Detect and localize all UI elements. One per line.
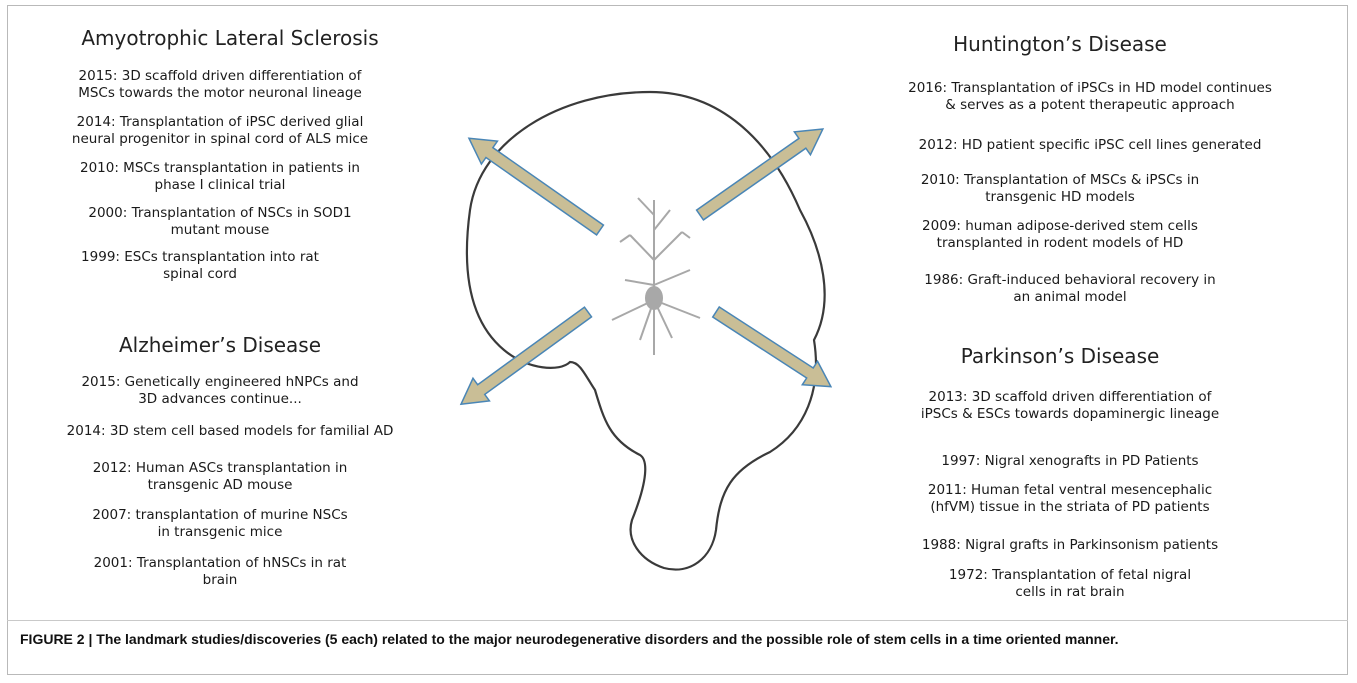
als-entry: 2000: Transplantation of NSCs in SOD1 mu…	[10, 205, 430, 239]
arrow-to-ad	[453, 301, 596, 416]
hd-entry: 2009: human adipose-derived stem cells t…	[840, 218, 1280, 252]
pd-entry: 1988: Nigral grafts in Parkinsonism pati…	[840, 537, 1300, 554]
neuron-soma	[645, 286, 663, 310]
pd-entry: 1972: Transplantation of fetal nigral ce…	[840, 567, 1300, 601]
als-entry: 2015: 3D scaffold driven differentiation…	[10, 68, 430, 102]
hd-heading: Huntington’s Disease	[870, 32, 1250, 56]
ad-entry: 2012: Human ASCs transplantation in tran…	[10, 460, 430, 494]
arrow-to-als	[461, 127, 608, 242]
als-heading: Amyotrophic Lateral Sclerosis	[30, 26, 430, 50]
figure-caption: FIGURE 2 | The landmark studies/discover…	[20, 629, 1340, 649]
als-entry: 1999: ESCs transplantation into rat spin…	[0, 249, 400, 283]
neuron-icon	[612, 198, 700, 355]
ad-entry: 2014: 3D stem cell based models for fami…	[10, 423, 450, 440]
als-entry: 2010: MSCs transplantation in patients i…	[10, 160, 430, 194]
ad-entry: 2007: transplantation of murine NSCs in …	[10, 507, 430, 541]
pd-entry: 1997: Nigral xenografts in PD Patients	[840, 453, 1300, 470]
arrow-to-hd	[692, 117, 831, 226]
hd-entry: 2016: Transplantation of iPSCs in HD mod…	[835, 80, 1345, 114]
hd-entry: 2010: Transplantation of MSCs & iPSCs in…	[840, 172, 1280, 206]
hd-entry: 1986: Graft-induced behavioral recovery …	[840, 272, 1300, 306]
pd-entry: 2013: 3D scaffold driven differentiation…	[840, 389, 1300, 423]
pd-entry: 2011: Human fetal ventral mesencephalic …	[840, 482, 1300, 516]
pd-heading: Parkinson’s Disease	[870, 344, 1250, 368]
arrow-to-pd	[708, 300, 838, 398]
ad-entry: 2001: Transplantation of hNSCs in rat br…	[10, 555, 430, 589]
ad-entry: 2015: Genetically engineered hNPCs and 3…	[10, 374, 430, 408]
hd-entry: 2012: HD patient specific iPSC cell line…	[835, 137, 1345, 154]
ad-heading: Alzheimer’s Disease	[40, 333, 400, 357]
als-entry: 2014: Transplantation of iPSC derived gl…	[0, 114, 440, 148]
caption-divider	[7, 620, 1348, 621]
